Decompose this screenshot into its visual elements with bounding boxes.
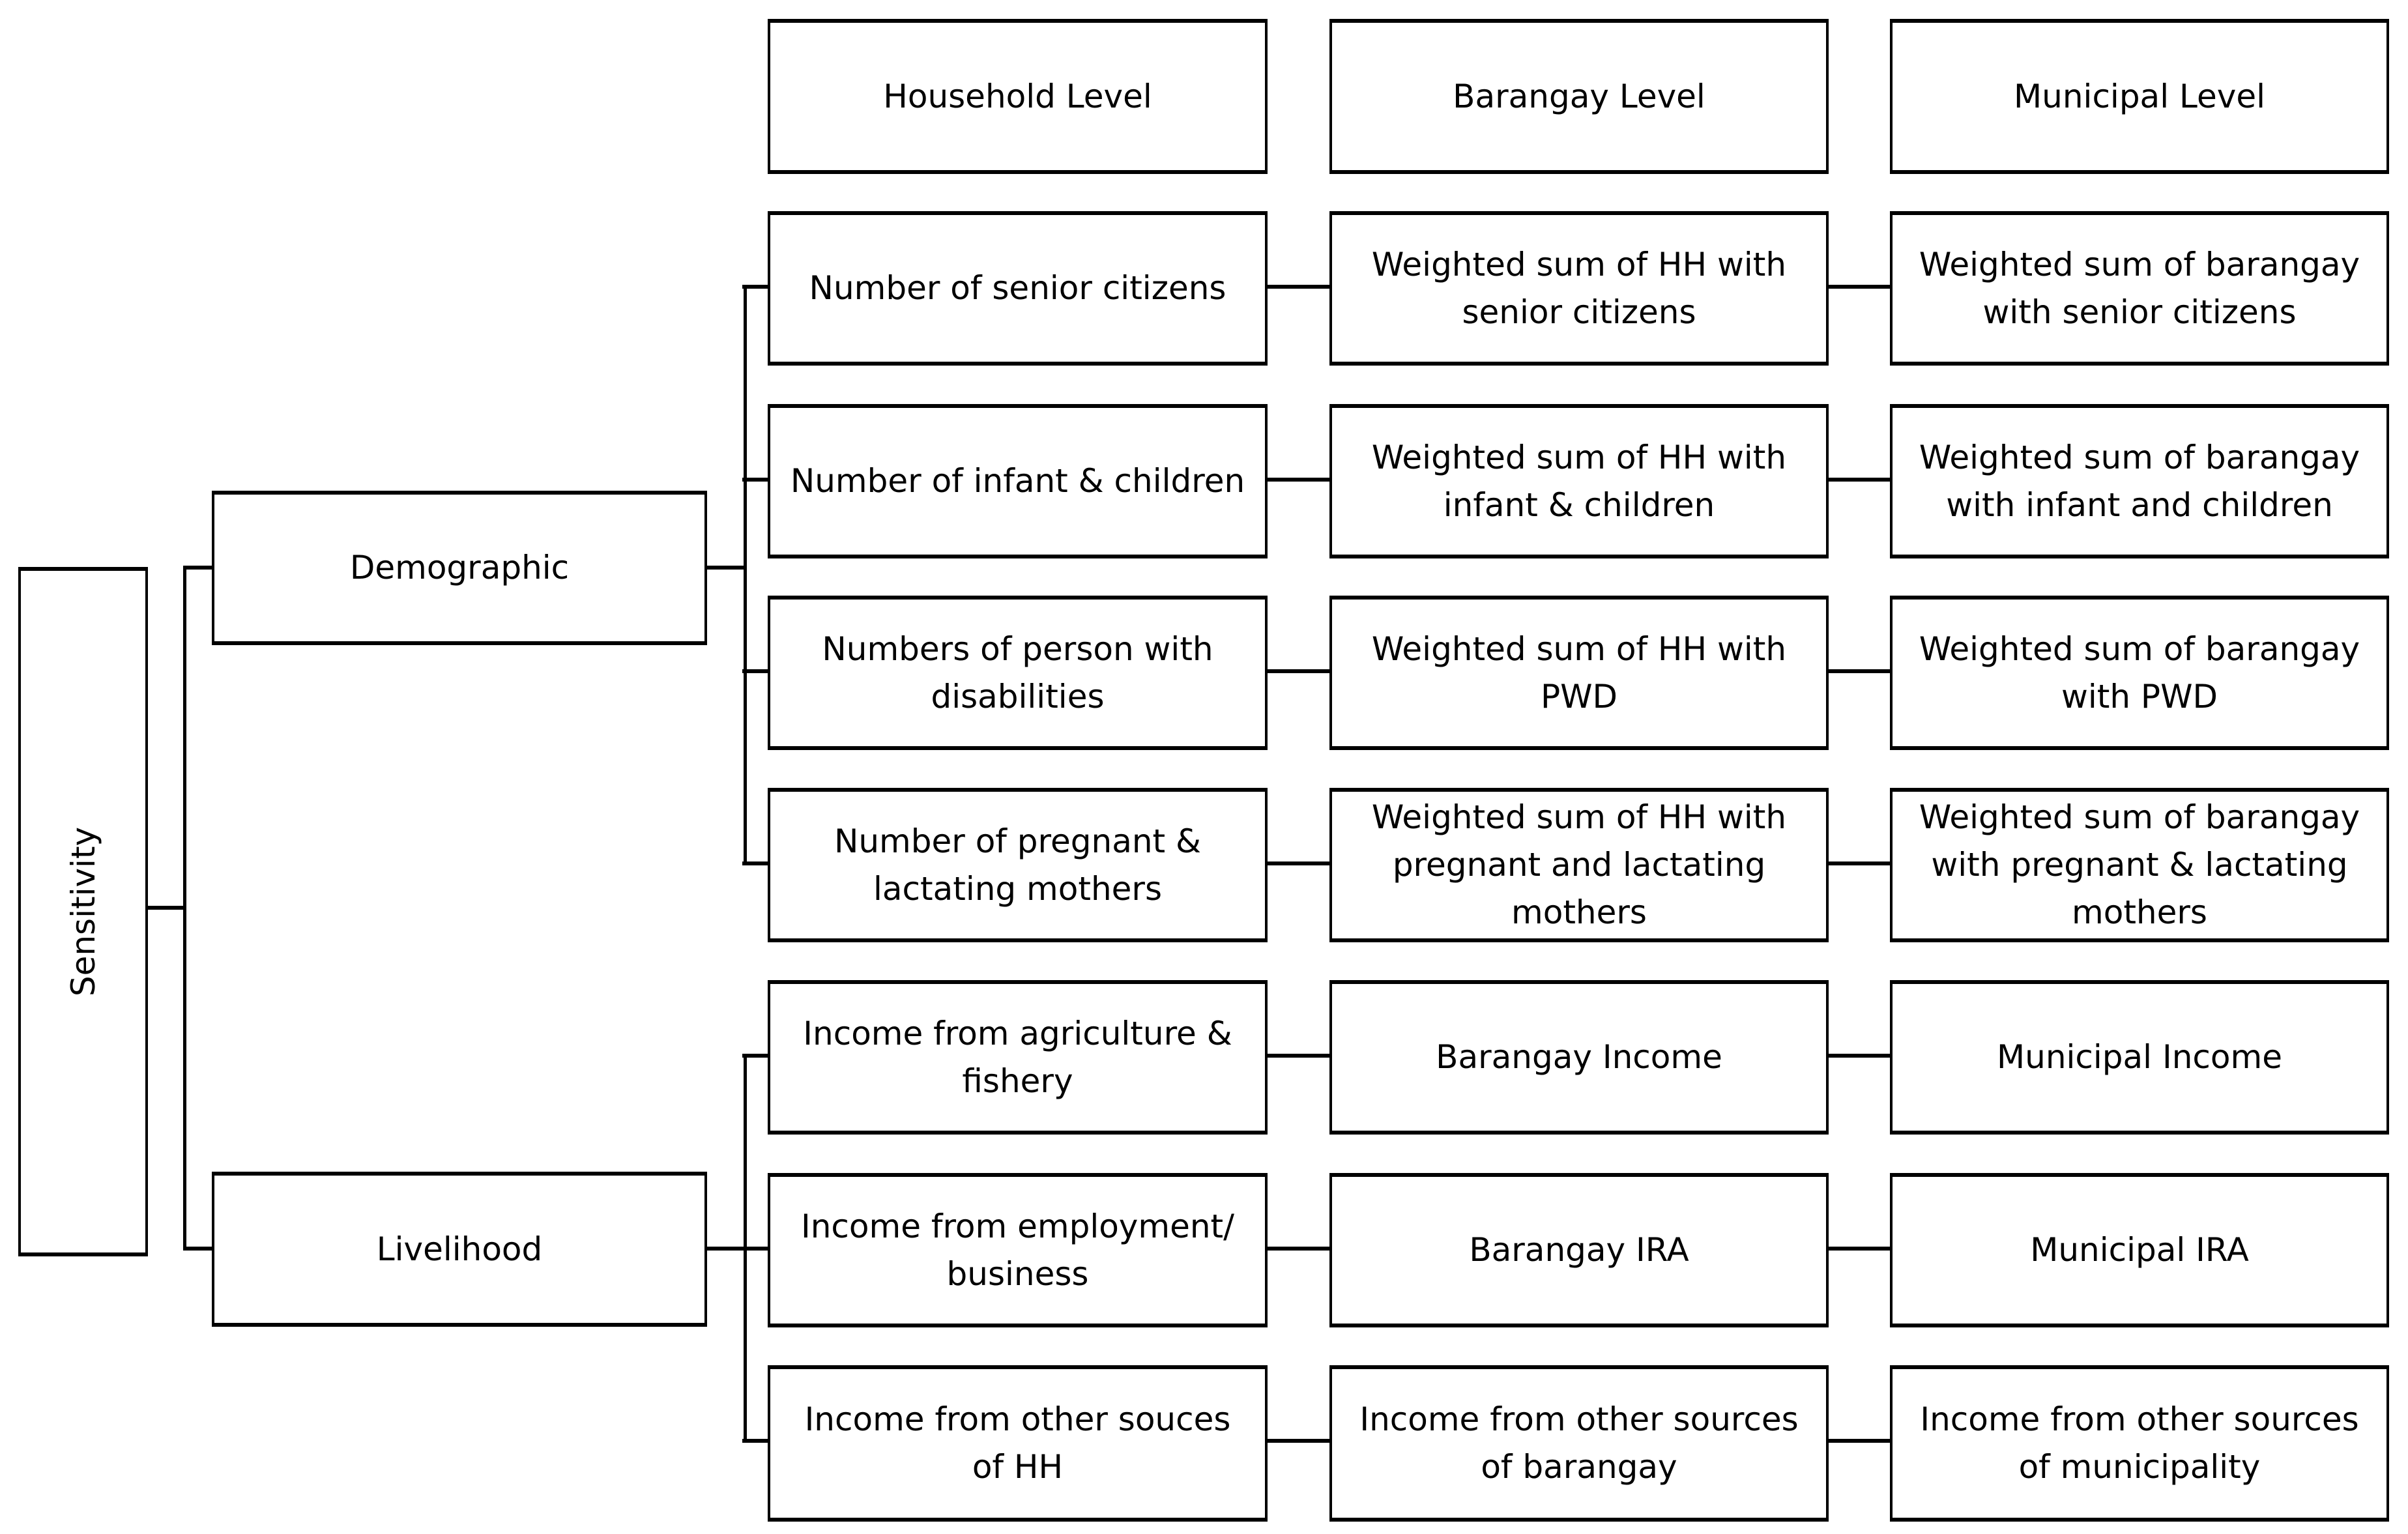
node-label: Number of pregnant & lactating mothers xyxy=(834,822,1202,908)
node-livelihood: Livelihood xyxy=(212,1172,707,1327)
node-label: Weighted sum of barangay with infant and… xyxy=(1919,438,2360,524)
node-municipal-infant-children: Weighted sum of barangay with infant and… xyxy=(1890,404,2389,558)
node-label: Weighted sum of HH with senior citizens xyxy=(1371,245,1787,331)
node-barangay-pregnant-lactating: Weighted sum of HH with pregnant and lac… xyxy=(1329,788,1829,942)
connector-line xyxy=(1265,1247,1332,1251)
node-label: Income from other souces of HH xyxy=(804,1400,1231,1486)
node-household-employment-income: Income from employment/ business xyxy=(768,1173,1268,1327)
node-household-agri-fishery-income: Income from agriculture & fishery xyxy=(768,980,1268,1135)
connector-line xyxy=(742,478,770,482)
node-label: Weighted sum of barangay with pregnant &… xyxy=(1919,798,2360,931)
node-sensitivity: Sensitivity xyxy=(18,567,148,1256)
connector-line xyxy=(704,1247,746,1251)
node-municipal-pregnant-lactating: Weighted sum of barangay with pregnant &… xyxy=(1890,788,2389,942)
connector-line xyxy=(1265,861,1332,865)
node-municipal-income: Municipal Income xyxy=(1890,980,2389,1135)
connector-line xyxy=(145,906,186,910)
node-label: Income from employment/ business xyxy=(800,1207,1234,1293)
node-barangay-pwd: Weighted sum of HH with PWD xyxy=(1329,596,1829,750)
node-barangay-infant-children: Weighted sum of HH with infant & childre… xyxy=(1329,404,1829,558)
connector-line xyxy=(742,1439,770,1443)
node-label: Municipal IRA xyxy=(2030,1231,2249,1269)
connector-line xyxy=(183,1247,214,1251)
node-barangay-other-income: Income from other sources of barangay xyxy=(1329,1365,1829,1522)
connector-line xyxy=(742,1054,770,1058)
connector-line xyxy=(1826,1054,1893,1058)
node-household-pwd: Numbers of person with disabilities xyxy=(768,596,1268,750)
connector-line xyxy=(1826,861,1893,865)
connector-line xyxy=(1826,478,1893,482)
connector-line xyxy=(1826,1247,1893,1251)
header-household-level: Household Level xyxy=(768,19,1268,174)
connector-line xyxy=(1265,1054,1332,1058)
header-household-label: Household Level xyxy=(883,77,1152,115)
node-label: Number of infant & children xyxy=(790,462,1245,500)
node-label: Weighted sum of HH with infant & childre… xyxy=(1371,438,1787,524)
node-municipal-ira: Municipal IRA xyxy=(1890,1173,2389,1327)
node-label: Weighted sum of HH with PWD xyxy=(1371,630,1787,716)
header-barangay-label: Barangay Level xyxy=(1453,77,1705,115)
node-barangay-ira: Barangay IRA xyxy=(1329,1173,1829,1327)
node-label: Weighted sum of barangay with PWD xyxy=(1919,630,2360,716)
connector-line xyxy=(183,566,186,1251)
node-label: Number of senior citizens xyxy=(809,269,1226,307)
connector-line xyxy=(744,285,747,865)
sensitivity-label: Sensitivity xyxy=(64,826,102,997)
node-household-other-income: Income from other souces of HH xyxy=(768,1365,1268,1522)
header-municipal-label: Municipal Level xyxy=(2014,77,2265,115)
node-demographic: Demographic xyxy=(212,491,707,645)
node-label: Income from agriculture & fishery xyxy=(803,1014,1232,1100)
node-household-infant-children: Number of infant & children xyxy=(768,404,1268,558)
connector-line xyxy=(1265,669,1332,673)
connector-line xyxy=(1265,478,1332,482)
node-label: Income from other sources of municipalit… xyxy=(1920,1400,2359,1486)
node-label: Income from other sources of barangay xyxy=(1359,1400,1799,1486)
connector-line xyxy=(742,285,770,289)
connector-line xyxy=(183,566,214,570)
connector-line xyxy=(1265,285,1332,289)
demographic-label: Demographic xyxy=(349,549,570,586)
connector-line xyxy=(742,861,770,865)
node-label: Barangay IRA xyxy=(1469,1231,1689,1269)
connector-line xyxy=(1826,669,1893,673)
node-label: Municipal Income xyxy=(1997,1038,2282,1076)
node-label: Barangay Income xyxy=(1436,1038,1722,1076)
header-municipal-level: Municipal Level xyxy=(1890,19,2389,174)
node-household-senior-citizens: Number of senior citizens xyxy=(768,211,1268,366)
connector-line xyxy=(1826,1439,1893,1443)
connector-line xyxy=(1826,285,1893,289)
node-label: Numbers of person with disabilities xyxy=(822,630,1213,716)
header-barangay-level: Barangay Level xyxy=(1329,19,1829,174)
node-household-pregnant-lactating: Number of pregnant & lactating mothers xyxy=(768,788,1268,942)
connector-line xyxy=(1265,1439,1332,1443)
node-municipal-senior-citizens: Weighted sum of barangay with senior cit… xyxy=(1890,211,2389,366)
node-barangay-senior-citizens: Weighted sum of HH with senior citizens xyxy=(1329,211,1829,366)
node-barangay-income: Barangay Income xyxy=(1329,980,1829,1135)
livelihood-label: Livelihood xyxy=(376,1230,543,1268)
node-label: Weighted sum of barangay with senior cit… xyxy=(1919,245,2360,331)
connector-line xyxy=(742,1247,770,1251)
connector-line xyxy=(742,669,770,673)
node-label: Weighted sum of HH with pregnant and lac… xyxy=(1371,798,1787,931)
node-municipal-other-income: Income from other sources of municipalit… xyxy=(1890,1365,2389,1522)
connector-line xyxy=(704,566,746,570)
node-municipal-pwd: Weighted sum of barangay with PWD xyxy=(1890,596,2389,750)
